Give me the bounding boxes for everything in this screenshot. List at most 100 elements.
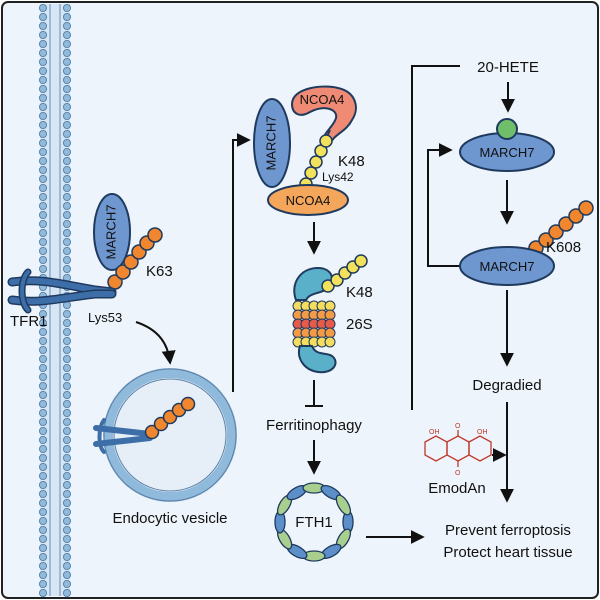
lipid-head	[63, 372, 72, 381]
lipid-head	[39, 30, 48, 39]
lipid-head	[39, 103, 48, 112]
feedback-loop-arrow	[427, 143, 460, 267]
lipid-head	[63, 201, 72, 210]
lipid-head	[63, 462, 72, 471]
lipid-head	[63, 435, 72, 444]
lipid-head	[63, 453, 72, 462]
k63-label: K63	[146, 263, 173, 280]
proteasome-26s	[292, 266, 337, 374]
march7-lower-group: MARCH7	[459, 200, 594, 286]
lipid-head	[63, 309, 72, 318]
march7-complex-label: MARCH7	[263, 116, 278, 171]
march7-upper-label: MARCH7	[480, 145, 535, 160]
lipid-head	[39, 138, 48, 147]
lipid-head	[39, 49, 48, 58]
lipid-head	[63, 228, 72, 237]
membrane-heads-right	[63, 4, 72, 598]
lipid-head	[63, 219, 72, 228]
lipid-head	[63, 526, 72, 535]
fth1-subunits	[274, 482, 354, 562]
lipid-head	[39, 85, 48, 94]
lipid-head	[39, 112, 48, 121]
k48-complex-label: K48	[338, 153, 365, 170]
lipid-head	[63, 183, 72, 192]
march7-membrane-label: MARCH7	[103, 205, 118, 260]
fth1-label: FTH1	[295, 514, 333, 531]
outcome-line1: Prevent ferroptosis	[445, 522, 571, 539]
lys53-label: Lys53	[88, 310, 122, 325]
lipid-head	[63, 255, 72, 264]
lipid-head	[39, 354, 48, 363]
emodan-oh-left: OH	[429, 429, 440, 436]
lipid-head	[39, 453, 48, 462]
ncoa4-bottom-group: NCOA4	[267, 184, 349, 216]
lipid-head	[39, 480, 48, 489]
lipid-head	[39, 58, 48, 67]
tfr1-receptor	[7, 268, 117, 314]
to-complex-arrow	[232, 133, 251, 392]
lipid-head	[63, 192, 72, 201]
lipid-head	[39, 462, 48, 471]
lipid-head	[39, 318, 48, 327]
emodan-o-top: O	[455, 423, 461, 430]
lipid-head	[39, 147, 48, 156]
lipid-head	[63, 345, 72, 354]
lipid-head	[63, 489, 72, 498]
lipid-head	[63, 399, 72, 408]
lipid-head	[63, 58, 72, 67]
lipid-head	[63, 21, 72, 30]
fth1-ring: FTH1	[274, 482, 354, 562]
lipid-head	[63, 363, 72, 372]
lipid-head	[63, 417, 72, 426]
proteasome-cap-bottom	[298, 345, 337, 374]
lipid-head	[39, 174, 48, 183]
lipid-head	[63, 121, 72, 130]
lipid-head	[39, 372, 48, 381]
proteasome-subunit	[324, 336, 336, 348]
endocytosis-arrow	[135, 321, 176, 365]
lipid-head	[39, 156, 48, 165]
lipid-head	[39, 4, 48, 12]
lipid-head	[39, 237, 48, 246]
lys42-label: Lys42	[322, 170, 354, 184]
k63-ubiquitin-chain	[107, 227, 163, 291]
lipid-head	[39, 21, 48, 30]
lipid-head	[39, 336, 48, 345]
fth1-subunit	[335, 494, 352, 516]
lipid-head	[63, 498, 72, 507]
lipid-head	[63, 580, 72, 589]
lipid-head	[39, 76, 48, 85]
lipid-head	[39, 129, 48, 138]
lipid-head	[63, 480, 72, 489]
lipid-head	[63, 103, 72, 112]
lipid-head	[39, 526, 48, 535]
lipid-head	[39, 553, 48, 562]
lipid-head	[63, 318, 72, 327]
lipid-head	[63, 571, 72, 580]
lipid-head	[63, 156, 72, 165]
lipid-head	[39, 309, 48, 318]
lipid-head	[39, 363, 48, 372]
lipid-head	[39, 183, 48, 192]
ncoa4-top-label: NCOA4	[300, 92, 345, 107]
march7-upper-group: MARCH7	[459, 118, 555, 172]
lipid-head	[39, 517, 48, 526]
lipid-head	[39, 535, 48, 544]
lipid-head	[63, 237, 72, 246]
lipid-head	[63, 336, 72, 345]
k48-proteasome-label: K48	[346, 284, 373, 301]
lipid-head	[63, 264, 72, 273]
lipid-head	[39, 12, 48, 21]
ferritinophagy-label: Ferritinophagy	[266, 417, 362, 434]
lipid-head	[63, 165, 72, 174]
lipid-head	[63, 138, 72, 147]
emodan-molecule	[424, 430, 492, 467]
k48-proteasome-chain	[321, 254, 368, 293]
lipid-head	[39, 571, 48, 580]
lipid-head	[63, 76, 72, 85]
lipid-head	[63, 129, 72, 138]
membrane-march7-group: MARCH7	[93, 193, 131, 271]
lipid-head	[63, 471, 72, 480]
ncoa4-bottom-label: NCOA4	[286, 193, 331, 208]
lipid-head	[39, 165, 48, 174]
